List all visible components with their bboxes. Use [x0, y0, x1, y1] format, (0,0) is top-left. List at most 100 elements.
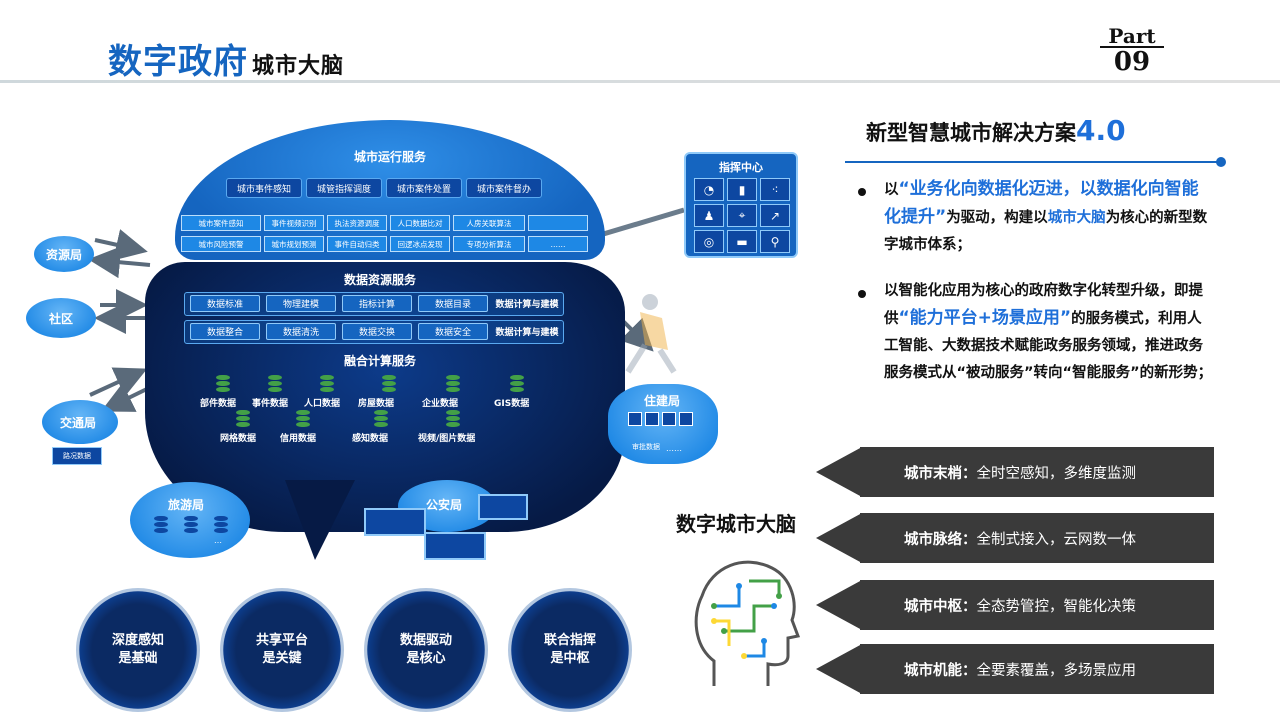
p1-suffix: 为核心的新型数字城市体系；	[884, 210, 1208, 253]
bullet-icon	[858, 290, 866, 298]
solution-divider	[845, 161, 1221, 163]
housing-more: ……	[666, 444, 682, 453]
fusion-label: 网格数据	[220, 434, 257, 444]
city-service-item: 城管指挥调度	[306, 178, 382, 198]
tourism-bureau-label: 旅游局	[168, 498, 205, 512]
fusion-title: 融合计算服务	[343, 354, 416, 368]
city-service-item: 城市事件感知	[226, 178, 302, 198]
layer-wedge	[816, 513, 862, 563]
part-badge: Part 09	[1100, 26, 1164, 76]
camera-icon: ▬	[727, 230, 757, 253]
layer-name: 城市脉络：	[904, 531, 977, 548]
data-core-tail	[285, 480, 355, 560]
algo-chip: 城市风险预警	[181, 236, 261, 252]
brain-head-icon	[694, 560, 801, 686]
p2-suffix: 的服务模式，利用人工智能、大数据技术赋能政务服务领域，推进政务服务模式从“被动服…	[884, 311, 1213, 381]
data-resource-title: 数据资源服务	[343, 273, 416, 287]
fusion-label: 视频/图片数据	[418, 434, 476, 444]
fusion-label: 信用数据	[280, 434, 317, 444]
header-divider	[0, 80, 1280, 83]
data-row-label: 数据计算与建模	[495, 300, 559, 310]
fusion-label: 事件数据	[252, 399, 289, 409]
badge-data-driven: 数据驱动 是核心	[364, 588, 488, 712]
database-icon	[382, 375, 396, 393]
brain-layer-network: 城市脉络：全制式接入，云网数一体	[860, 513, 1214, 563]
title-main: 数字政府	[108, 42, 248, 82]
layer-name: 城市中枢：	[904, 598, 977, 615]
part-number: 09	[1113, 47, 1151, 77]
solution-paragraph-2: 以智能化应用为核心的政府数字化转型升级，即提供“能力平台+场景应用”的服务模式，…	[884, 278, 1214, 387]
algo-chip: 事件视频识别	[264, 215, 324, 231]
scatter-icon: ⁖	[760, 178, 790, 201]
map-pin-icon: ⌖	[727, 204, 757, 227]
police-doc-icon	[424, 532, 486, 560]
police-doc-icon	[364, 508, 426, 536]
data-row-label: 数据计算与建模	[495, 328, 559, 338]
database-icon	[216, 375, 230, 393]
badge-deep-perception: 深度感知 是基础	[76, 588, 200, 712]
fusion-label: 企业数据	[422, 399, 459, 409]
solution-title-text: 新型智慧城市解决方案	[866, 121, 1076, 145]
algo-chip: 回逻冰点发现	[390, 236, 450, 252]
database-icon	[268, 375, 282, 393]
layer-name: 城市末梢：	[904, 465, 977, 482]
brain-layer-function: 城市机能：全要素覆盖，多场景应用	[860, 644, 1214, 694]
layer-desc: 全制式接入，云网数一体	[976, 531, 1137, 548]
page-title: 数字政府城市大脑	[108, 34, 344, 83]
brain-layer-edge: 城市末梢：全时空感知，多维度监测	[860, 447, 1214, 497]
algo-chip: 人口数据比对	[390, 215, 450, 231]
part-word: Part	[1100, 26, 1164, 48]
database-icon	[296, 410, 310, 428]
database-icon	[320, 375, 334, 393]
pie-chart-icon: ◔	[694, 178, 724, 201]
layer-desc: 全时空感知，多维度监测	[976, 465, 1137, 482]
line-chart-icon: ↗	[760, 204, 790, 227]
fusion-label: 人口数据	[304, 399, 341, 409]
solution-title: 新型智慧城市解决方案4.0	[866, 114, 1126, 147]
database-icon	[184, 516, 198, 534]
data-chip: 物理建模	[266, 295, 336, 312]
layer-wedge	[816, 644, 862, 694]
brain-title: 数字城市大脑	[676, 512, 796, 536]
fusion-label: GIS数据	[494, 399, 530, 409]
badge-shared-platform: 共享平台 是关键	[220, 588, 344, 712]
layer-wedge	[816, 447, 862, 497]
data-chip: 数据目录	[418, 295, 488, 312]
database-icon	[446, 410, 460, 428]
database-icon	[154, 516, 168, 534]
solution-divider-dot	[1216, 157, 1226, 167]
housing-doc: 审批数据	[632, 443, 660, 451]
solution-paragraph-1: 以“业务化向数据化迈进，以数据化向智能化提升”为驱动，构建以城市大脑为核心的新型…	[884, 176, 1214, 259]
badge-joint-command: 联合指挥 是中枢	[508, 588, 632, 712]
command-icon-grid: ◔ ▮ ⁖ ♟ ⌖ ↗ ◎ ▬ ⚲	[694, 178, 790, 253]
fusion-label: 房屋数据	[358, 399, 395, 409]
police-bureau-label: 公安局	[426, 498, 463, 512]
database-icon	[510, 375, 524, 393]
layer-desc: 全态势管控，智能化决策	[976, 598, 1137, 615]
title-sub: 城市大脑	[252, 54, 345, 79]
badge-text: 数据驱动 是核心	[399, 633, 452, 666]
people-icon: ♟	[694, 204, 724, 227]
algo-chip: ……	[528, 236, 588, 252]
p1-mid: 为驱动，构建以	[946, 210, 1048, 226]
badge-text: 共享平台 是关键	[255, 633, 308, 666]
p1-highlight-2: 城市大脑	[1047, 210, 1106, 226]
agency-resource-bureau: 资源局	[34, 236, 94, 272]
data-chip: 数据清洗	[266, 323, 336, 340]
algo-chip	[528, 215, 588, 231]
database-icon	[374, 410, 388, 428]
algo-chip: 人房关联算法	[453, 215, 525, 231]
layer-desc: 全要素覆盖，多场景应用	[976, 662, 1137, 679]
algo-chip: 专项分析算法	[453, 236, 525, 252]
p1-prefix: 以	[884, 182, 899, 198]
city-service-item: 城市案件处置	[386, 178, 462, 198]
badge-text: 深度感知 是基础	[111, 633, 164, 666]
p2-highlight: “能力平台+场景应用”	[898, 308, 1072, 328]
algo-chip: 城市规划预测	[264, 236, 324, 252]
data-chip: 数据标准	[190, 295, 260, 312]
compass-icon: ◎	[694, 230, 724, 253]
p2-prefix: 以智能化应用为核心的政府数字化转型升级，即提供	[884, 283, 1203, 327]
algo-chip: 城市案件感知	[181, 215, 261, 231]
tourism-more: …	[214, 536, 222, 545]
data-chip: 数据整合	[190, 323, 260, 340]
